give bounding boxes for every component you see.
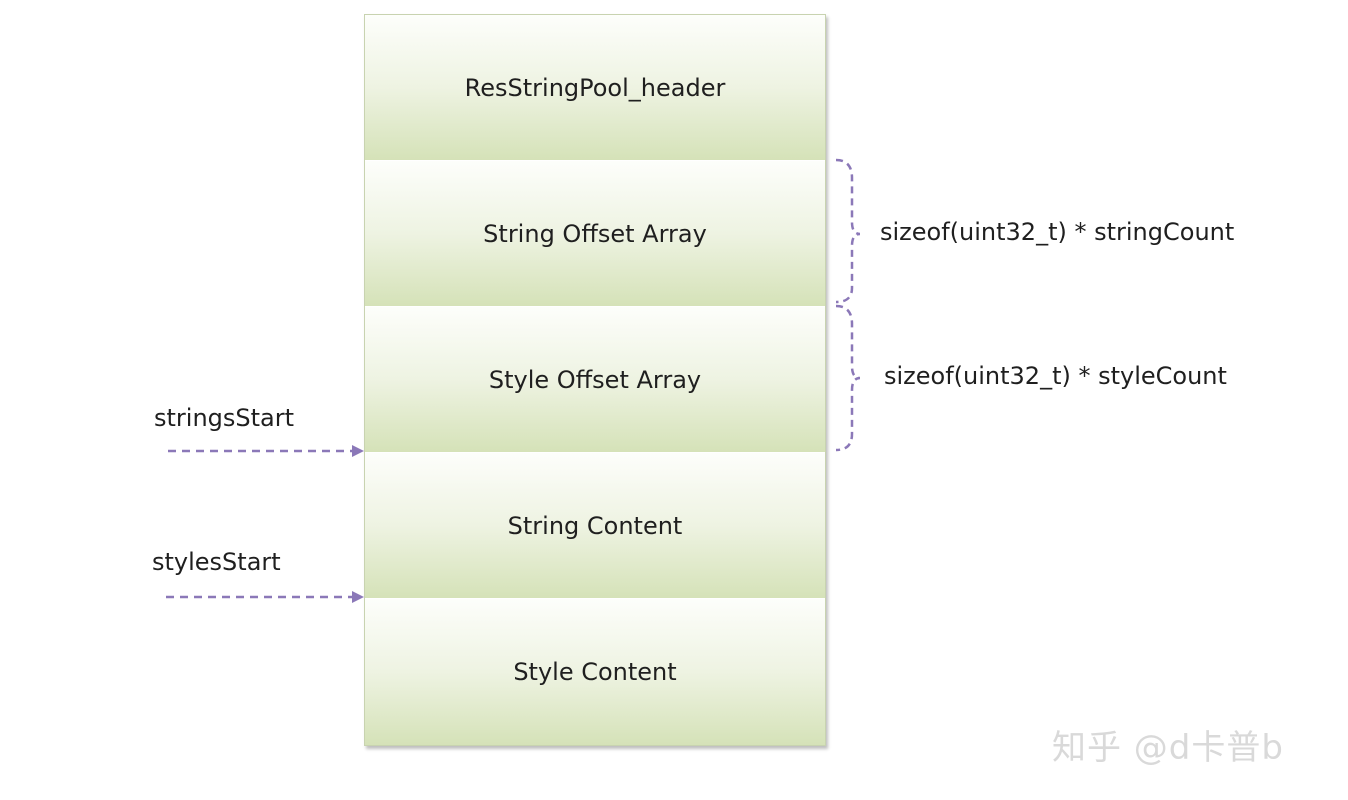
string-offsets-brace [835,158,861,304]
block-label: String Offset Array [483,219,707,248]
string-offsets-size-label: sizeof(uint32_t) * stringCount [880,218,1235,246]
strings-start-label: stringsStart [154,404,295,432]
zhihu-watermark: 知乎 @d卡普b [1052,728,1284,768]
style-offsets-size-label: sizeof(uint32_t) * styleCount [884,362,1227,390]
block-string-offset-array: String Offset Array [365,161,825,307]
block-resstringpool-header: ResStringPool_header [365,15,825,161]
block-label: Style Offset Array [488,365,702,394]
block-string-content: String Content [365,453,825,599]
block-style-offset-array: Style Offset Array [365,307,825,453]
block-label: String Content [507,511,683,540]
block-label: ResStringPool_header [464,73,726,102]
styles-start-label: stylesStart [152,548,281,576]
string-pool-layout: ResStringPool_header String Offset Array… [364,14,826,746]
style-offsets-brace [835,304,861,452]
block-style-content: Style Content [365,599,825,745]
block-label: Style Content [513,658,677,686]
